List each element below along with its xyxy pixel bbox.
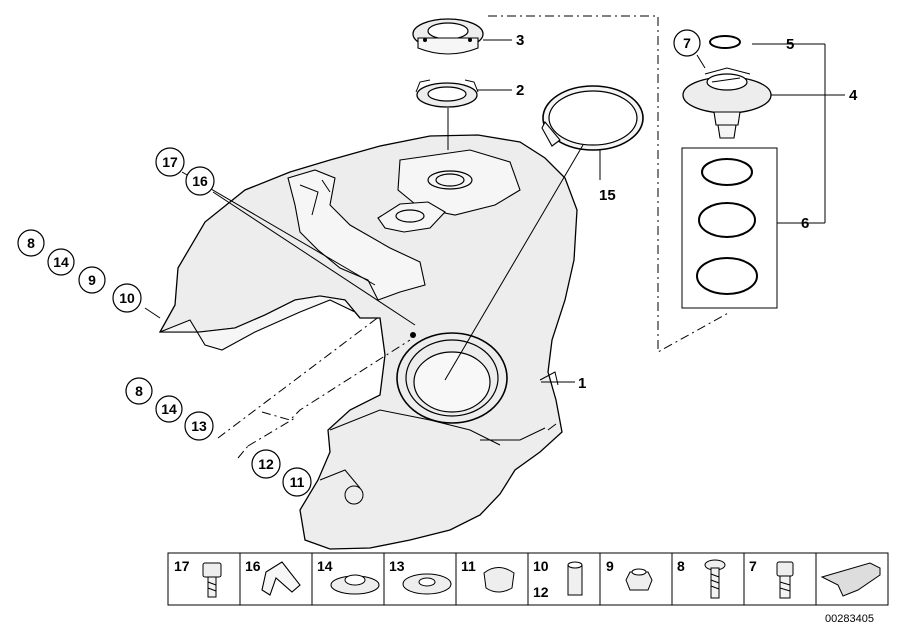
svg-text:14: 14 [53,254,69,270]
svg-text:1: 1 [578,375,586,392]
svg-text:9: 9 [88,272,96,288]
seal-plate [415,79,479,108]
svg-text:10: 10 [533,558,549,574]
svg-text:13: 13 [389,558,405,574]
strip-cell-14: 14 [317,558,380,595]
svg-text:14: 14 [317,558,333,574]
seal-ring-set [681,147,778,309]
svg-text:16: 16 [192,173,208,189]
callout-13: 13 [184,411,214,441]
strip-cell-11: 11 [461,558,515,593]
leader-lines [144,39,845,383]
washer-icon [402,573,452,595]
svg-text:16: 16 [245,558,261,574]
cap-icon [483,567,515,593]
svg-text:5: 5 [786,36,794,53]
svg-text:12: 12 [258,456,274,472]
callout-7: 7 [673,29,701,57]
svg-text:11: 11 [290,474,305,490]
callout-4: 4 [849,87,858,104]
callout-10: 10 [112,283,142,313]
svg-text:7: 7 [749,558,757,574]
grommet-icon [330,574,380,595]
hex-bolt-icon [776,561,794,599]
callout-6: 6 [801,215,809,232]
svg-text:8: 8 [677,558,685,574]
dash-lines [217,15,731,459]
callout-11: 11 [282,467,312,497]
svg-text:14: 14 [161,401,177,417]
callout-8b: 8 [125,377,153,405]
svg-text:9: 9 [606,558,614,574]
clip-icon [261,561,301,596]
svg-text:15: 15 [599,187,616,204]
callout-15: 15 [599,187,616,204]
strip-cell-16: 16 [245,558,301,596]
document-number: 00283405 [825,613,874,625]
slotted-screw-icon [704,559,726,599]
svg-text:6: 6 [801,215,809,232]
strip-cell-17: 17 [174,558,222,598]
rubber-bushing-icon [625,568,653,591]
parts-strip: 17 16 14 13 [167,552,889,606]
strip-cell-7: 7 [749,558,794,599]
strip-cell-10-12: 10 12 [533,558,583,600]
svg-text:8: 8 [135,383,143,399]
callout-5: 5 [786,36,794,53]
callout-3: 3 [516,32,524,49]
strip-cell-8: 8 [677,558,726,599]
callout-14a: 14 [47,248,75,276]
direction-arrow-icon [820,562,881,597]
strip-cell-9: 9 [606,558,653,591]
svg-text:10: 10 [119,290,135,306]
svg-text:8: 8 [27,235,35,251]
sleeve-icon [567,561,583,596]
svg-text:4: 4 [849,87,858,104]
callout-14b: 14 [155,395,183,423]
callout-1: 1 [578,375,586,392]
strip-cell-13: 13 [389,558,452,595]
small-o-ring [709,35,741,49]
callout-16: 16 [185,166,215,196]
svg-text:3: 3 [516,32,524,49]
filler-flange [682,67,772,139]
callout-8a: 8 [17,229,45,257]
callout-12: 12 [251,449,281,479]
callout-17: 17 [155,147,185,177]
svg-text:17: 17 [162,154,178,170]
callout-2: 2 [516,82,524,99]
cover-plate [412,18,484,55]
callout-9: 9 [78,266,106,294]
svg-text:12: 12 [533,584,549,600]
screw-icon [202,562,222,598]
svg-text:11: 11 [461,558,476,574]
svg-text:7: 7 [683,35,691,51]
strip-cell-arrow [820,562,881,597]
large-seal-ring [541,85,644,151]
svg-text:13: 13 [191,418,207,434]
fuel-tank [158,134,578,550]
svg-text:2: 2 [516,82,524,99]
svg-text:17: 17 [174,558,190,574]
